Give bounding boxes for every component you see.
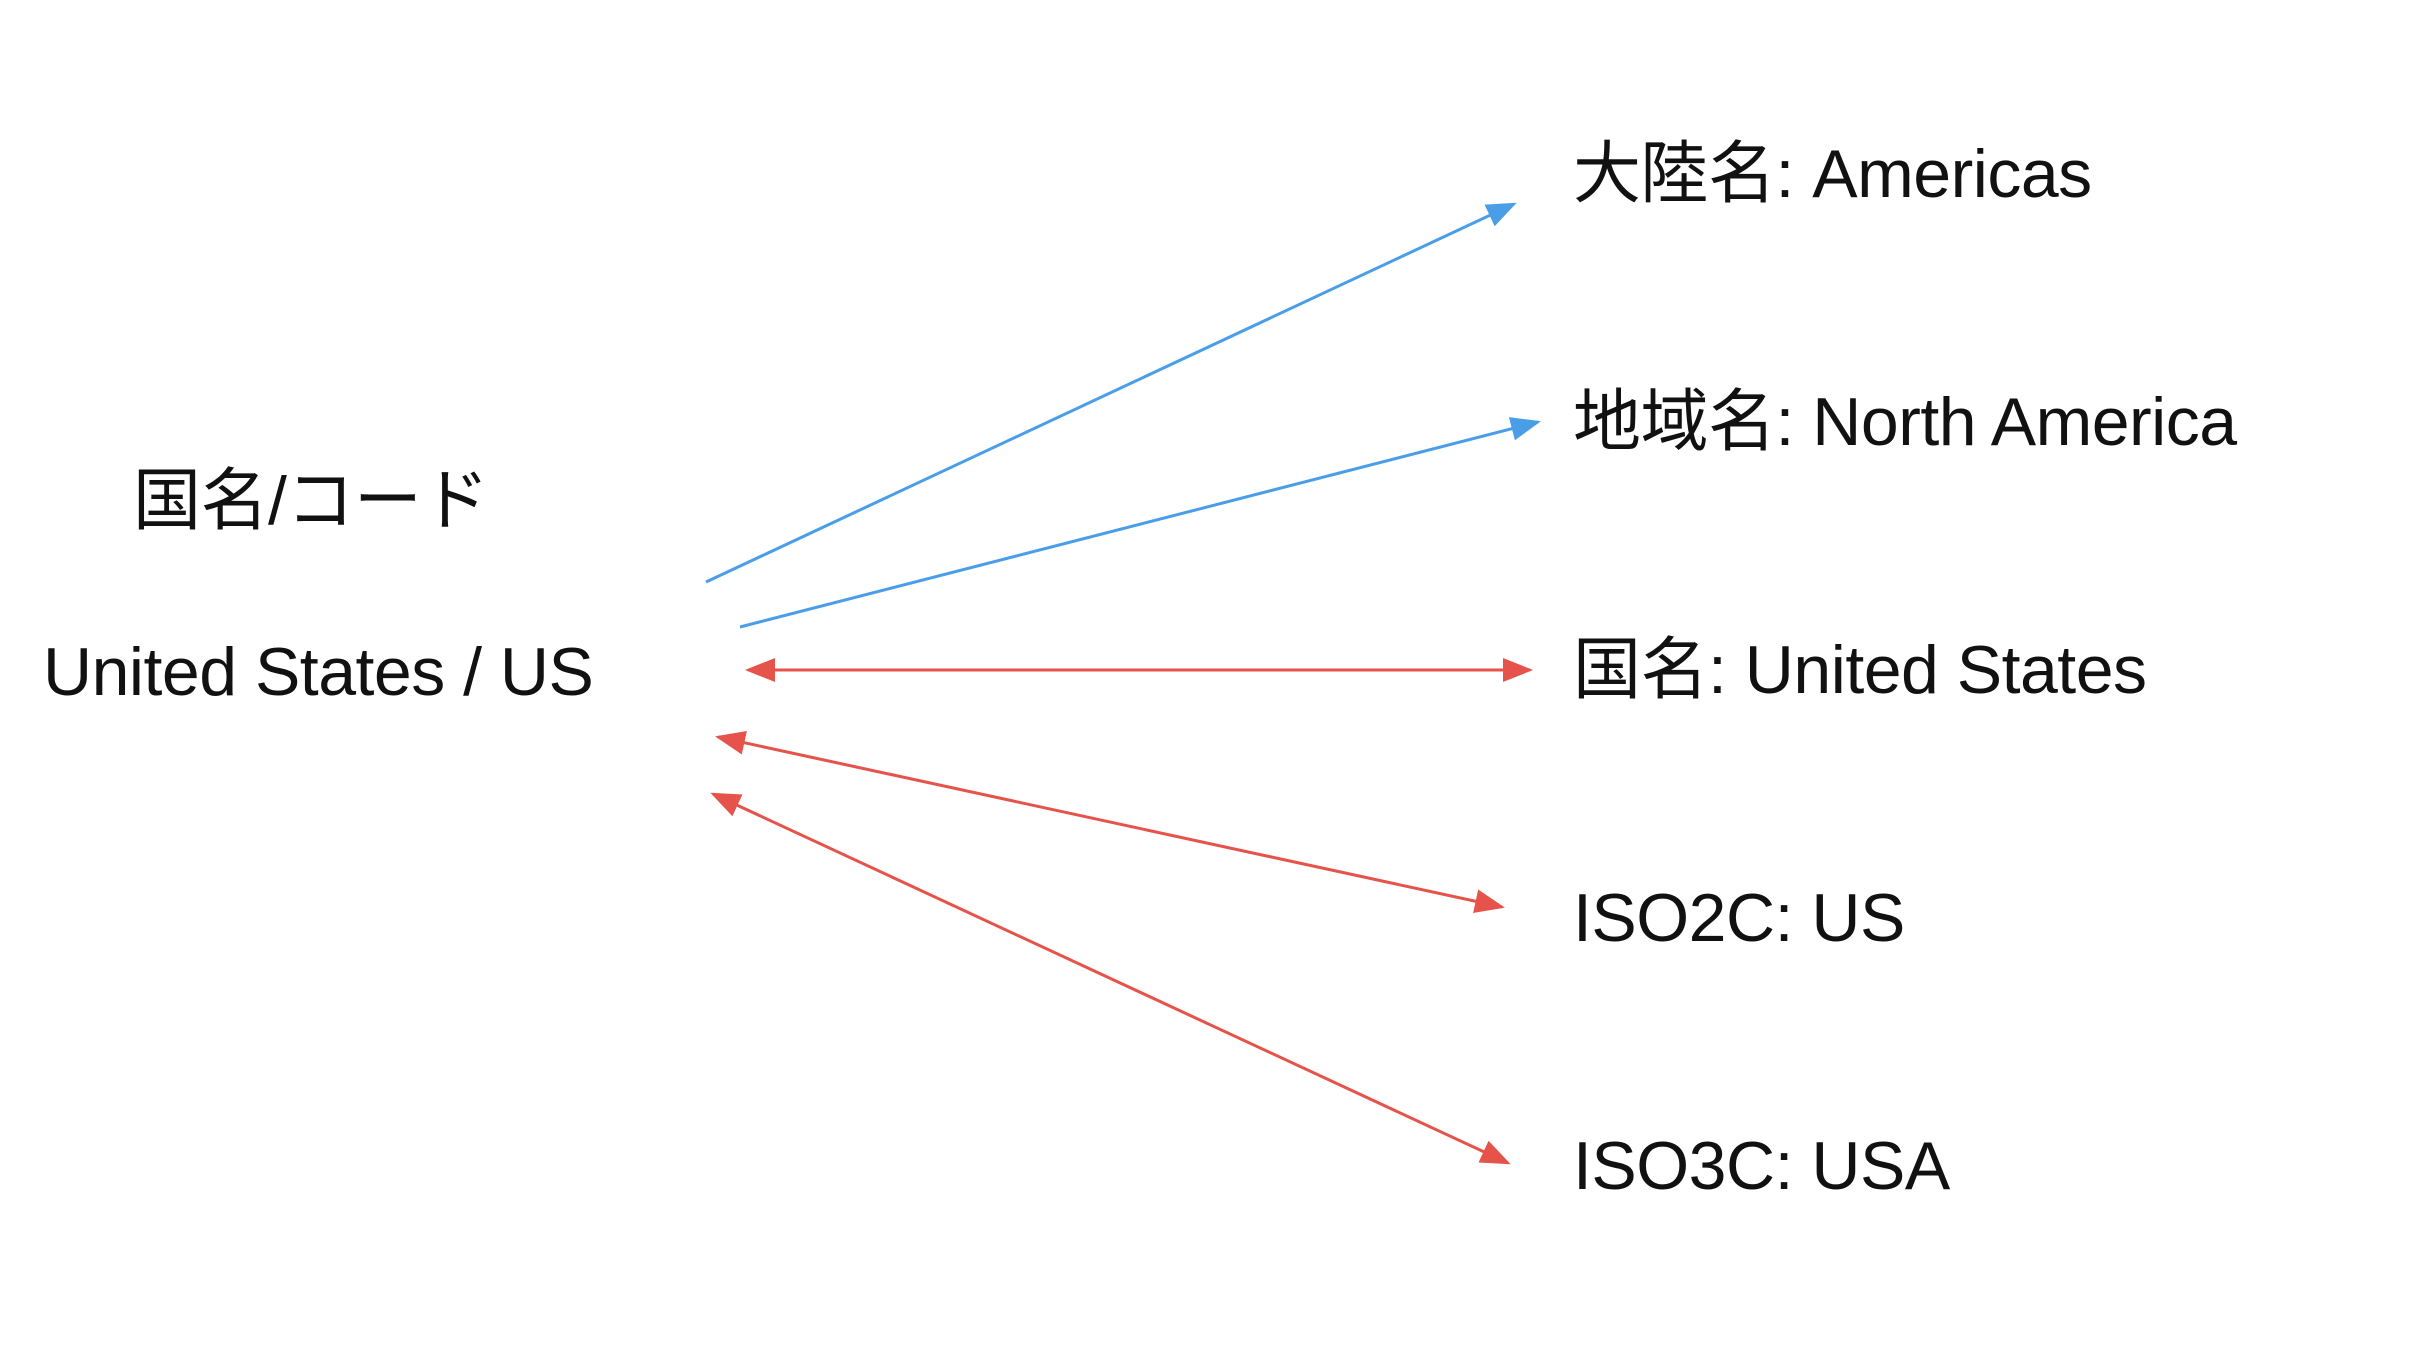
arrow-to-iso3c [710,792,1511,1165]
source-value: United States / US [43,634,594,710]
target-iso2c: ISO2C: US [1573,880,1905,956]
arrow-to-region [739,417,1541,629]
target-continent: 大陸名: Americas [1573,136,2092,212]
arrow-to-iso2c [715,730,1505,914]
target-region: 地域名: North America [1573,384,2237,460]
source-title: 国名/コード [133,463,489,539]
target-country-name: 国名: United States [1573,632,2147,708]
arrow-to-continent [705,202,1517,584]
target-iso3c: ISO3C: USA [1573,1128,1950,1204]
